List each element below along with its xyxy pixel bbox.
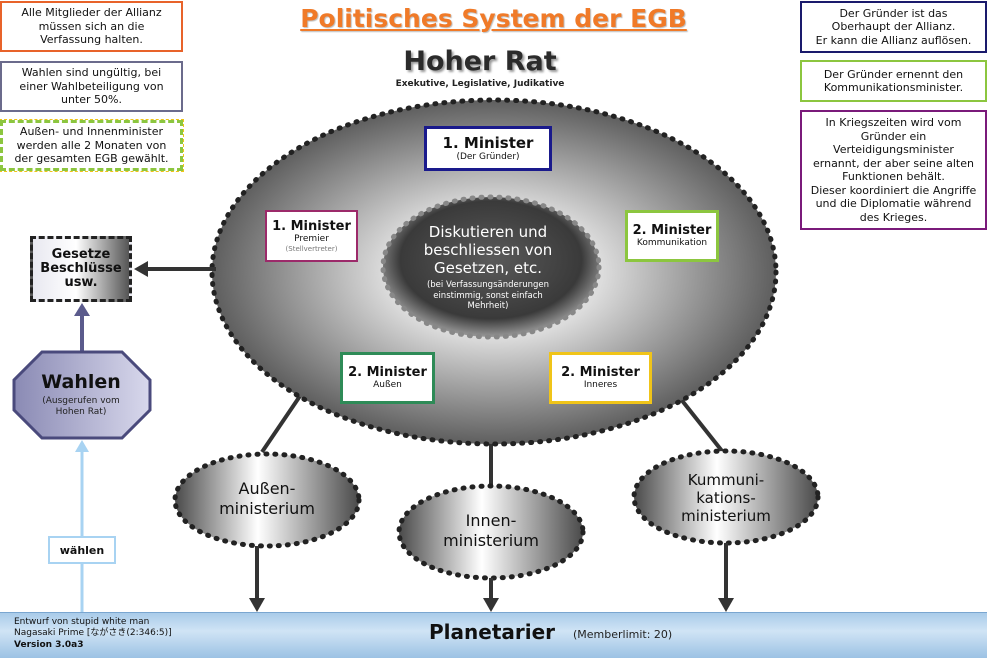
note-communication-appointment: Der Gründer ernennt den Kommunikationsmi…	[800, 60, 987, 102]
arrow-foreign-head	[249, 598, 265, 612]
note-election-validity: Wahlen sind ungültig, bei einer Wahlbete…	[0, 61, 183, 112]
arrow-vote-head	[75, 440, 89, 452]
minister-interior-box: 2. Minister Inneres	[549, 352, 652, 404]
minister-interior-sub: Inneres	[583, 380, 618, 390]
council-title: Hoher Rat	[403, 46, 557, 77]
minister-communication-box: 2. Minister Kommunikation	[625, 210, 719, 262]
elections-title: Wahlen	[41, 371, 121, 393]
minister-foreign-sub: Außen	[373, 380, 402, 390]
discussion-title: Diskutieren und beschliessen von Gesetze…	[423, 223, 553, 277]
minister-foreign-box: 2. Minister Außen	[340, 352, 435, 404]
arrow-elections-to-laws-head	[74, 303, 90, 316]
elections-subtitle: (Ausgerufen vom Hohen Rat)	[42, 396, 120, 417]
discussion-note: (bei Verfassungsänderungen einstimmig, s…	[426, 280, 550, 311]
planet-limit: (Memberlimit: 20)	[573, 628, 673, 641]
interior-ministry-label: Innen- ministerium	[443, 511, 539, 550]
minister-communication-sub: Kommunikation	[636, 238, 708, 248]
minister-founder-sub: (Der Gründer)	[456, 151, 520, 162]
planet-label: Planetarier	[429, 620, 556, 644]
minister-premier-box: 1. Minister Premier (Stellvertreter)	[265, 210, 358, 262]
note-war-time: In Kriegszeiten wird vom Gründer ein Ver…	[800, 110, 987, 230]
minister-foreign-title: 2. Minister	[348, 365, 427, 380]
minister-premier-sub: Premier	[294, 233, 329, 244]
connector-foreign	[260, 394, 302, 454]
foreign-ministry-label: Außen- ministerium	[219, 479, 315, 518]
note-founder: Der Gründer ist das Oberhaupt der Allian…	[800, 1, 987, 53]
laws-box: Gesetze Beschlüsse usw.	[30, 236, 132, 302]
note-minister-election: Außen- und Innenminister werden alle 2 M…	[0, 119, 184, 172]
credit-version: Version 3.0a3	[14, 640, 84, 650]
communication-ministry-label: Kummuni- kations- ministerium	[681, 471, 771, 525]
minister-premier-sub2: (Stellvertreter)	[285, 244, 338, 253]
foreign-ministry-oval	[172, 451, 362, 549]
connector-communication	[678, 396, 728, 458]
elections-hexagon	[12, 350, 152, 440]
minister-premier-title: 1. Minister	[272, 218, 351, 234]
council-subtitle: Exekutive, Legislative, Judikative	[395, 79, 565, 89]
minister-communication-title: 2. Minister	[632, 223, 712, 238]
vote-label: wählen	[48, 536, 116, 564]
arrow-communication-head	[718, 598, 734, 612]
arrow-interior-head	[483, 598, 499, 612]
note-constitution: Alle Mitglieder der Allianz müssen sich …	[0, 1, 183, 52]
discussion-oval	[380, 194, 602, 340]
planet-bar	[0, 612, 987, 658]
arrow-to-laws-head	[134, 261, 148, 277]
credit-author: Entwurf von stupid white man	[14, 617, 150, 627]
credit-coauthor: Nagasaki Prime [ながさき(2:346:5)]	[14, 628, 172, 638]
page-title: Politisches System der EGB	[300, 4, 687, 33]
minister-interior-title: 2. Minister	[561, 365, 640, 380]
minister-founder-box: 1. Minister (Der Gründer)	[424, 126, 552, 171]
minister-founder-title: 1. Minister	[442, 133, 534, 152]
